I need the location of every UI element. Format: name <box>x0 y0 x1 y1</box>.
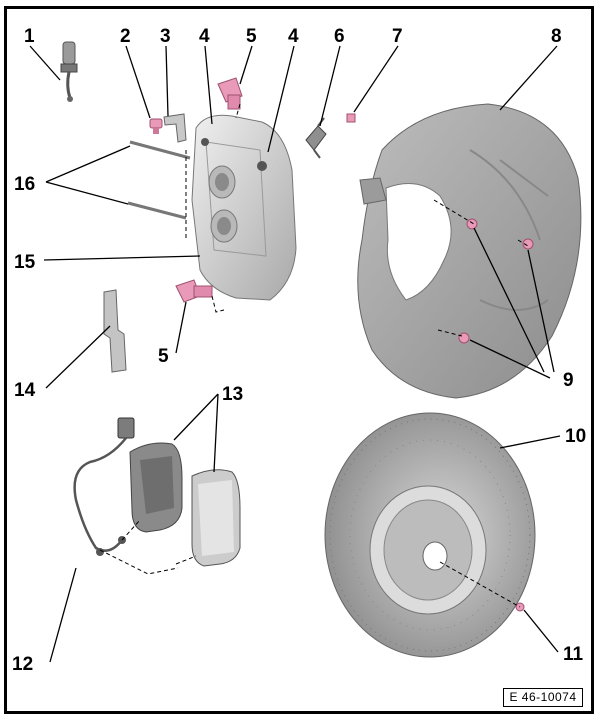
callout-5b: 5 <box>158 346 169 367</box>
callout-4a: 4 <box>199 26 210 47</box>
bleeder-bolt-part <box>149 118 163 134</box>
callout-9: 9 <box>563 370 574 391</box>
retaining-spring-part <box>103 289 127 373</box>
callout-numbers: 1 2 3 4 5 4 6 7 8 16 15 5 9 14 13 10 12 … <box>12 26 586 675</box>
callout-13: 13 <box>222 384 243 405</box>
callout-7: 7 <box>392 26 403 47</box>
cable-connector-part <box>305 117 327 159</box>
caliper-bolt-bottom <box>175 279 213 303</box>
brake-caliper-part <box>191 114 297 301</box>
callout-5a: 5 <box>246 26 257 47</box>
callout-12: 12 <box>12 654 33 675</box>
callout-10: 10 <box>565 426 586 447</box>
callout-4b: 4 <box>288 26 299 47</box>
callout-14: 14 <box>14 380 36 401</box>
brake-pads-part <box>129 442 241 567</box>
callout-6: 6 <box>334 26 345 47</box>
callout-1: 1 <box>24 26 35 47</box>
callout-3: 3 <box>160 26 171 47</box>
callout-8: 8 <box>551 26 562 47</box>
callout-16: 16 <box>14 174 35 195</box>
diagram-frame <box>4 6 594 714</box>
callout-11: 11 <box>563 644 584 665</box>
callout-2: 2 <box>120 26 131 47</box>
caliper-bolt-top <box>217 77 243 110</box>
small-screw-part <box>346 113 356 123</box>
leader-lines <box>29 45 561 663</box>
callout-15: 15 <box>14 252 36 273</box>
wear-indicator-cable-part <box>73 417 135 556</box>
reference-code: E 46-10074 <box>503 688 583 707</box>
guide-pins-part <box>127 140 191 220</box>
wear-sensor-part <box>60 41 78 102</box>
spring-bracket-part <box>163 113 187 143</box>
brake-disc-part <box>324 412 536 658</box>
brake-shield-part <box>357 103 582 399</box>
